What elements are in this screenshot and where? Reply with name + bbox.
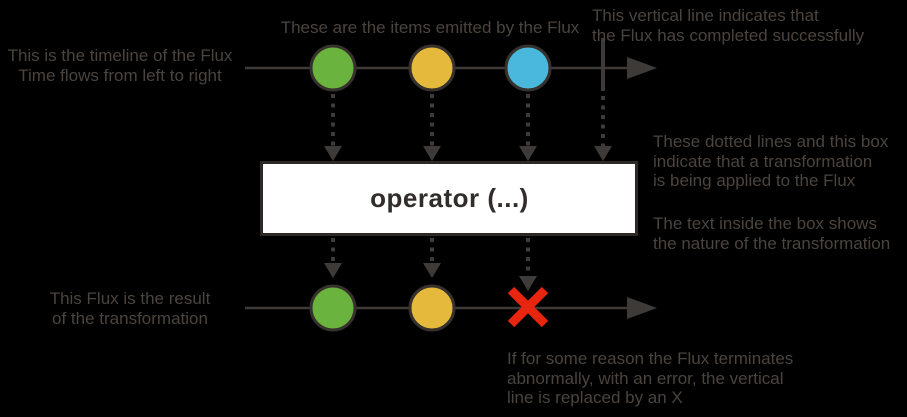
arrowhead-in-3-icon [519,146,537,161]
arrowhead-out-1-icon [324,263,342,278]
source-timeline-arrowhead-icon [627,57,657,79]
error-note: If for some reason the Flux terminates a… [507,349,794,407]
result-timeline-arrowhead-icon [627,297,657,319]
box-text-note: The text inside the box shows the nature… [653,214,891,253]
result-marble-green [309,284,357,332]
operator-box-label: operator (...) [370,183,529,213]
items-note: These are the items emitted by the Flux [280,18,580,37]
arrowhead-out-2-icon [423,263,441,278]
complete-note: This vertical line indicates that the Fl… [592,6,865,45]
transform-arrows-out [324,238,537,291]
error-x-icon [507,286,549,328]
source-marble-yellow [408,44,456,92]
source-marble-green [309,44,357,92]
arrowhead-in-2-icon [423,146,441,161]
transform-arrows-in [324,94,612,161]
arrowhead-out-3-icon [519,276,537,291]
result-note: This Flux is the result of the transform… [49,289,211,328]
transform-note: These dotted lines and this box indicate… [653,132,889,190]
source-flux-timeline [245,38,657,92]
arrowhead-in-1-icon [324,146,342,161]
error-x-stroke-2 [507,286,549,328]
source-marble-blue [504,44,552,92]
operator-box [260,161,638,236]
timeline-note: This is the timeline of the Flux Time fl… [7,46,233,85]
arrowhead-in-complete-icon [594,146,612,161]
result-flux-timeline [245,284,657,332]
result-marble-yellow [408,284,456,332]
